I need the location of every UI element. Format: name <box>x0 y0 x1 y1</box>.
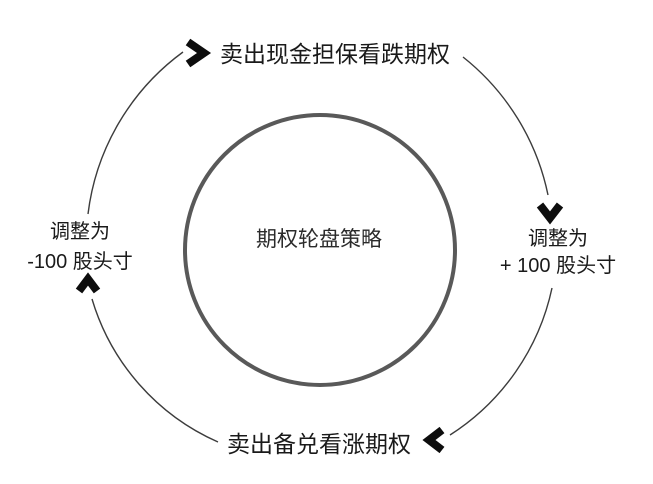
arrowhead-top-right-icon <box>185 38 212 68</box>
cycle-step-sell-cash-secured-put: 卖出现金担保看跌期权 <box>220 41 450 67</box>
arc-top-to-right <box>462 56 549 196</box>
cycle-step-adjust-minus-100: 调整为 -100 股头寸 <box>0 217 160 277</box>
arrowhead-left-icon <box>422 426 445 454</box>
wheel-center-label: 期权轮盘策略 <box>256 228 382 251</box>
arc-right-to-bottom <box>449 287 553 436</box>
arrowhead-up-icon <box>75 272 101 294</box>
adjust-minus-line2: -100 股头寸 <box>27 251 133 273</box>
cycle-step-adjust-plus-100: 调整为 + 100 股头寸 <box>478 226 638 280</box>
arc-left-to-top <box>87 51 184 215</box>
adjust-plus-line2: + 100 股头寸 <box>499 255 617 277</box>
arrowhead-down-icon <box>536 202 564 225</box>
arc-bottom-to-left <box>91 298 219 443</box>
adjust-minus-line1: 调整为 <box>50 221 110 243</box>
adjust-plus-line1: 调整为 <box>528 228 588 250</box>
cycle-step-sell-covered-call: 卖出备兑看涨期权 <box>227 431 411 457</box>
wheel-circle <box>183 113 457 387</box>
